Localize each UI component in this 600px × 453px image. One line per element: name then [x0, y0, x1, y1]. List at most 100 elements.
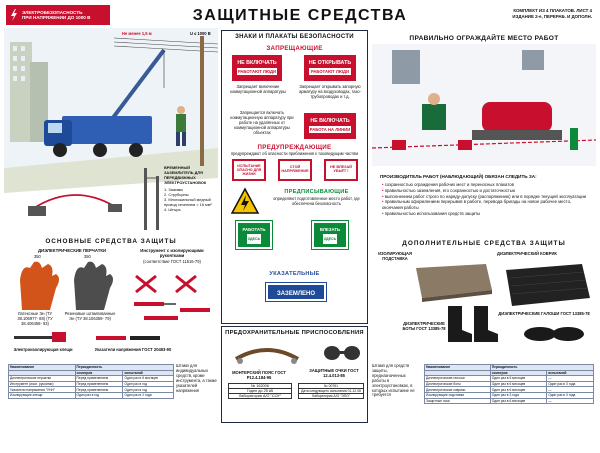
grounding-title: ВРЕМЕННЫЙ ЗАЗЕМЛИТЕЛЬ ДЛЯ ПЕРЕДВИЖНЫХ ЭЛ…	[164, 165, 207, 185]
sign-stoi: СТОЙ НАПРЯЖЕНИЕ	[278, 159, 312, 181]
forbid-title: ЗАПРЕЩАЮЩИЕ	[266, 45, 323, 52]
insulating-stand-icon	[416, 264, 492, 302]
glove-width: 350	[34, 254, 41, 259]
dielectric-mat-icon	[506, 264, 590, 306]
forbid-caption: Запрещает открывать запорную арматуру на…	[299, 84, 361, 99]
table-cell: Перед применением	[74, 380, 124, 388]
glove-rubber: Резиновые штампованные Эн (ТУ 38.106359-…	[64, 311, 116, 321]
banner-line1: ЭЛЕКТРОБЕЗОПАСНОСТЬ	[22, 10, 83, 15]
precaution-header: ПРЕДОХРАНИТЕЛЬНЫЕ ПРИСПОСОБЛЕНИЯ	[225, 330, 364, 336]
table-cell: Один раз в 2 года	[122, 392, 174, 399]
stamp-lab: Лаборатория А/О "ЭПО"	[311, 394, 351, 398]
sign-top: НЕ ВКЛЮЧАТЬ	[237, 60, 277, 66]
table-subheader: осмотров	[74, 369, 124, 377]
fenced-workplace-illustration	[372, 44, 596, 166]
sign-rabota-na-linii: НЕ ВКЛЮЧАТЬ РАБОТА НА ЛИНИИ	[304, 113, 356, 139]
table-cell: Один раз в 6 месяцев	[122, 375, 174, 382]
lightning-icon	[6, 5, 22, 25]
stamp-line: Годен до 25 кВ	[229, 389, 291, 394]
kit-line1: КОМПЛЕКТ ИЗ 4 ПЛАКАТОВ. ЛИСТ 4	[513, 8, 592, 13]
glove-width: 350	[84, 254, 91, 259]
table-cell: Один раз в 3 года	[546, 392, 594, 399]
duty-item: правильным оформлением перерывов в работ…	[382, 199, 592, 211]
fence-header: ПРАВИЛЬНО ОГРАЖДАЙТЕ МЕСТО РАБОТ	[409, 35, 559, 42]
kit-line2: ИЗДАНИЕ 2-е, ПЕРЕРАБ. И ДОПОЛН.	[512, 13, 592, 19]
sign-top: ВЛЕЗАТЬ	[319, 227, 341, 232]
banner-line2: ПРИ НАПРЯЖЕНИИ ДО 1000 В	[22, 15, 91, 20]
page-title: ЗАЩИТНЫЕ СРЕДСТВА	[192, 7, 408, 24]
table-cell: Один раз в 6 месяцев	[489, 397, 548, 405]
sign-zazemleno: ЗАЗЕМЛЕНО	[265, 282, 327, 302]
sign-bottom: РАБОТАЮТ ЛЮДИ	[309, 68, 351, 75]
grounding-item: 4. Штырь	[164, 206, 181, 212]
table-cell: Перед применением	[74, 386, 124, 393]
table-cell: Один раз в 3 года	[546, 380, 594, 388]
table-cell: Один раз в год	[74, 392, 124, 399]
sign-vlezat-zdes: ВЛЕЗАТЬ ЗДЕСЬ	[311, 220, 349, 250]
sign-bottom: РАБОТАЮТ ЛЮДИ	[237, 68, 277, 75]
indicator-label: Указатели напряжения ГОСТ 20493-90	[94, 347, 172, 352]
stand-label: ИЗОЛИРУЮЩАЯ ПОДСТАВКА	[378, 251, 412, 261]
grounding-item: 3. Многожильный медный провод сечением >…	[164, 196, 212, 207]
sign-ne-vklyuchat: НЕ ВКЛЮЧАТЬ РАБОТАЮТ ЛЮДИ	[232, 55, 282, 81]
sign-top: НЕ ОТКРЫВАТЬ	[308, 60, 352, 66]
table-cell: —	[546, 375, 594, 382]
sign-ispytanie: ИСПЫТАНИЕ ОПАСНО ДЛЯ ЖИЗНИ	[232, 159, 266, 181]
table-header: Периодичность	[74, 364, 175, 371]
signs-header: ЗНАКИ И ПЛАКАТЫ БЕЗОПАСНОСТИ	[235, 34, 354, 40]
duty-item: правильностью использования средств защи…	[382, 211, 592, 217]
table-header: Периодичность	[489, 364, 595, 371]
crane-truck-illustration	[4, 28, 218, 230]
goggles-label: ЗАЩИТНЫЕ ОЧКИ ГОСТ 12.4.013-85	[309, 368, 359, 378]
extra-prot-header: ДОПОЛНИТЕЛЬНЫЕ СРЕДСТВА ЗАЩИТЫ	[402, 240, 566, 247]
table-cell: Диэлектрические коврики	[424, 386, 491, 393]
grounding-list: 1. Зажимы 2. Струбцины 3. Многожильный м…	[164, 187, 220, 212]
tongs-label: Электроизолирующая клещи	[13, 347, 73, 352]
glove-latex: Латексные Эн (ТУ 38.106977- 88) (ТУ 38.4…	[17, 311, 53, 326]
tools-title: Инструмент с изолирующими рукоятками	[140, 248, 204, 259]
table-row: Инструмент (изол. рукоятки)Перед примене…	[8, 380, 174, 388]
duty-item: правильностью заземления, его сохранност…	[382, 188, 592, 194]
main-protection-panel: ОСНОВНЫЕ СРЕДСТВА ЗАЩИТЫ ДИЭЛЕКТРИЧЕСКИЕ…	[4, 238, 218, 360]
sign-ne-vlezai: НЕ ВЛЕЗАЙ УБЬЁТ !	[324, 159, 358, 181]
dielectric-boots-icon	[448, 306, 498, 342]
table-cell: Перед применением	[74, 375, 124, 382]
table-cell: Изолирующие клещи	[8, 392, 76, 399]
table-cell: Диэлектрические галоши	[424, 375, 491, 382]
warn-subtitle: предупреждают об опасности приближения к…	[230, 151, 359, 156]
note-left: Штамп для индивидуальных средств, кроме …	[176, 363, 217, 393]
main-prot-header: ОСНОВНЫЕ СРЕДСТВА ЗАЩИТЫ	[45, 238, 177, 245]
table-cell: Один раз в год	[122, 380, 174, 388]
forbid-caption: Запрещается включать коммутационную аппа…	[230, 110, 294, 135]
extra-protection-panel: ДОПОЛНИТЕЛЬНЫЕ СРЕДСТВА ЗАЩИТЫ ИЗОЛИРУЮЩ…	[372, 238, 596, 358]
scene-panel	[4, 28, 218, 236]
table-cell: Диэлектрические боты	[424, 380, 491, 388]
sign-bottom: ЗДЕСЬ	[323, 234, 337, 244]
table-subheader: испытаний	[122, 369, 174, 377]
insulating-tongs-icon	[14, 332, 66, 342]
table-cell: Защитные очки	[424, 397, 491, 405]
voltage-label: U ≤ 1000 В	[190, 31, 211, 36]
fence-panel: ПРАВИЛЬНО ОГРАЖДАЙТЕ МЕСТО РАБОТ ПРОИЗВО…	[372, 30, 596, 236]
sign-bottom: РАБОТА НА ЛИНИИ	[309, 126, 351, 133]
sign-rabotat-zdes: РАБОТАТЬ ЗДЕСЬ	[235, 220, 273, 250]
presc-title: ПРЕДПИСЫВАЮЩИЕ	[284, 189, 349, 195]
warn-title: ПРЕДУПРЕЖДАЮЩИЕ	[257, 144, 332, 151]
hazard-banner: ЭЛЕКТРОБЕЗОПАСНОСТЬ ПРИ НАПРЯЖЕНИИ ДО 10…	[6, 5, 110, 25]
sign-ne-otkryvat: НЕ ОТКРЫВАТЬ РАБОТАЮТ ЛЮДИ	[304, 55, 356, 81]
kit-info: КОМПЛЕКТ ИЗ 4 ПЛАКАТОВ. ЛИСТ 4 ИЗДАНИЕ 2…	[512, 8, 592, 19]
ind-title: УКАЗАТЕЛЬНЫЕ	[269, 271, 320, 277]
belt-label: МОНТЕРСКИЙ ПОЯС ГОСТ Р12.4.184-95	[232, 370, 286, 380]
table-cell: Изолирующие подставки	[424, 392, 491, 399]
stamp-lab: Лаборатория А/О "СОУ"	[238, 394, 282, 398]
gloves-title: ДИЭЛЕКТРИЧЕСКИЕ ПЕРЧАТКИ	[38, 248, 107, 253]
dielectric-galoshes-icon	[524, 327, 584, 341]
table-cell: Один раз в год	[122, 386, 174, 393]
table-row: Указатели напряжения "УНН"Перед применен…	[8, 386, 174, 393]
